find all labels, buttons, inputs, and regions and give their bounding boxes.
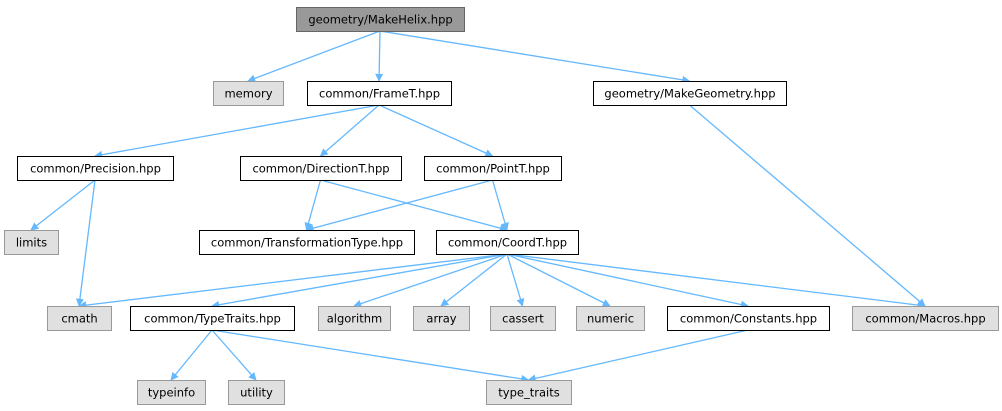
edge-typetraits-to-typeinfo [170,329,213,381]
node-box-transformationtype [199,230,415,255]
edge-makegeometry-to-macros [689,104,926,307]
node-box-memory [213,81,284,106]
node-box-limits [4,230,59,255]
node-box-makehelix [296,7,465,32]
node-label-directiont: common/DirectionT.hpp [252,162,389,176]
edge-coordt-to-macros [506,253,926,310]
node-memory: memory [213,81,284,106]
node-label-makegeometry: geometry/MakeGeometry.hpp [604,87,775,101]
node-type-traits: type_traits [486,380,572,405]
node-makehelix[interactable]: geometry/MakeHelix.hpp [296,7,465,32]
edge-makehelix-to-makegeometry [379,30,691,84]
node-directiont[interactable]: common/DirectionT.hpp [240,156,402,181]
node-cassert: cassert [490,306,556,331]
edges-layer [30,30,926,383]
edge-pointt-to-transformationtype [305,179,493,232]
node-box-array [413,306,470,331]
node-label-cassert: cassert [502,312,544,326]
node-box-directiont [240,156,402,181]
node-label-pointt: common/PointT.hpp [436,162,550,176]
node-typeinfo: typeinfo [137,380,206,405]
node-transformationtype[interactable]: common/TransformationType.hpp [199,230,415,255]
edge-makehelix-to-memory [247,30,381,83]
node-box-type-traits [486,380,572,405]
edge-directiont-to-coordt [320,179,508,232]
node-label-macros: common/Macros.hpp [865,312,985,326]
node-box-utility [228,380,285,405]
edge-precision-to-limits [30,179,96,231]
node-box-numeric [576,306,645,331]
node-box-cmath [47,306,112,331]
node-utility: utility [228,380,285,405]
node-label-algorithm: algorithm [327,312,383,326]
node-typetraits[interactable]: common/TypeTraits.hpp [130,306,295,331]
node-label-limits: limits [16,236,47,250]
node-label-memory: memory [224,87,272,101]
edge-coordt-to-typetraits [211,253,508,309]
node-box-algorithm [318,306,391,331]
node-algorithm: algorithm [318,306,391,331]
node-label-precision: common/Precision.hpp [30,162,161,176]
node-box-macros [852,306,999,331]
edge-coordt-to-numeric [506,253,611,307]
node-numeric: numeric [576,306,645,331]
node-label-cmath: cmath [61,312,97,326]
edge-constants-to-type-traits [527,329,749,383]
node-constants[interactable]: common/Constants.hpp [667,306,830,331]
nodes-layer: geometry/MakeHelix.hpp memory common/Frame… [4,7,999,405]
node-label-makehelix: geometry/MakeHelix.hpp [308,13,452,27]
node-pointt[interactable]: common/PointT.hpp [424,156,562,181]
edge-coordt-to-cmath [78,253,508,310]
node-box-framet [307,81,452,106]
node-label-utility: utility [240,386,273,400]
edge-coordt-to-constants [506,253,749,309]
node-box-precision [17,156,174,181]
edge-framet-to-precision [94,104,380,159]
edge-precision-to-cmath [75,179,96,307]
edge-directiont-to-transformationtype [304,179,322,231]
node-coordt[interactable]: common/CoordT.hpp [436,230,579,255]
edge-makehelix-to-framet [375,30,384,82]
node-label-typetraits: common/TypeTraits.hpp [144,312,281,326]
node-label-coordt: common/CoordT.hpp [448,236,567,250]
node-label-type-traits: type_traits [498,386,559,400]
node-array: array [413,306,470,331]
edge-pointt-to-coordt [491,179,509,231]
node-box-typeinfo [137,380,206,405]
node-box-pointt [424,156,562,181]
node-label-constants: common/Constants.hpp [680,312,817,326]
node-label-numeric: numeric [587,312,634,326]
edge-coordt-to-algorithm [353,253,508,308]
edge-coordt-to-cassert [506,253,525,307]
node-box-cassert [490,306,556,331]
edge-framet-to-pointt [378,104,494,157]
node-macros: common/Macros.hpp [852,306,999,331]
node-makegeometry[interactable]: geometry/MakeGeometry.hpp [593,81,787,106]
node-box-coordt [436,230,579,255]
edge-coordt-to-array [440,253,508,307]
edge-typetraits-to-type-traits [211,329,530,383]
node-limits: limits [4,230,59,255]
node-precision[interactable]: common/Precision.hpp [17,156,174,181]
node-label-array: array [426,312,456,326]
node-box-makegeometry [593,81,787,106]
node-label-typeinfo: typeinfo [148,386,195,400]
node-cmath: cmath [47,306,112,331]
edge-framet-to-directiont [319,104,380,157]
node-label-framet: common/FrameT.hpp [319,87,440,101]
edge-typetraits-to-utility [211,329,257,381]
node-framet[interactable]: common/FrameT.hpp [307,81,452,106]
node-box-constants [667,306,830,331]
node-box-typetraits [130,306,295,331]
node-label-transformationtype: common/TransformationType.hpp [211,236,403,250]
